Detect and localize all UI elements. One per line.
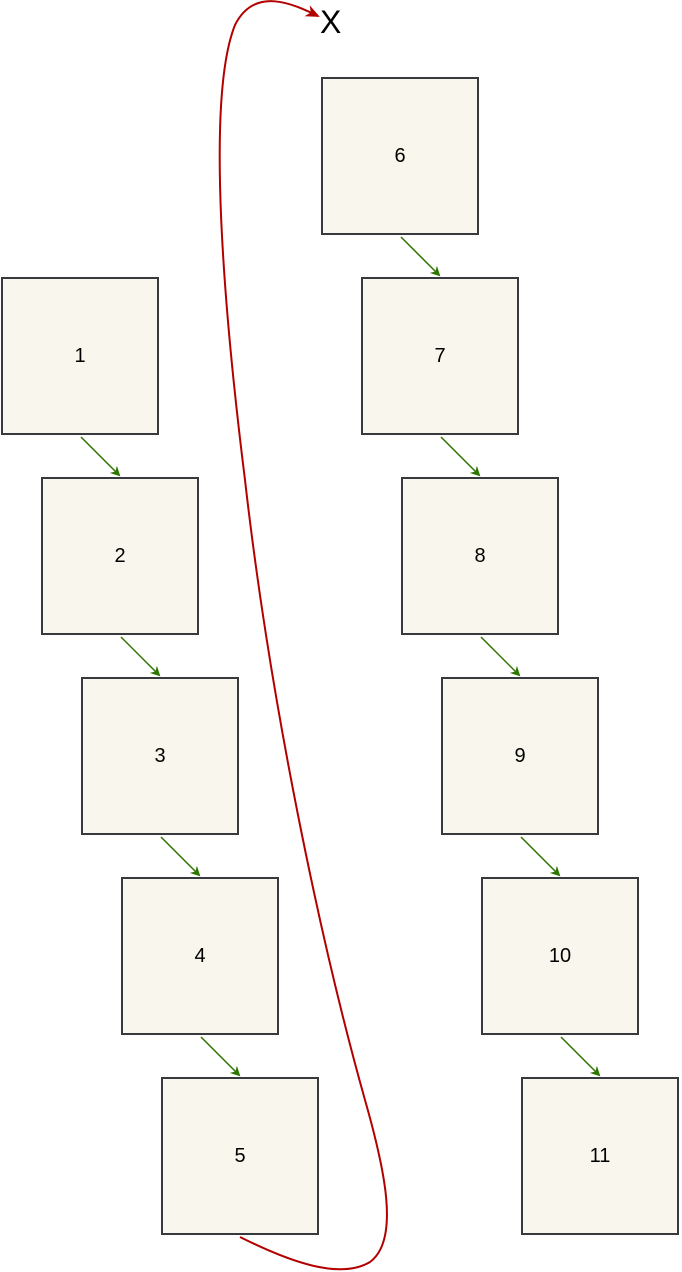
node-10[interactable]: 10: [481, 877, 639, 1035]
node-label: 9: [514, 744, 526, 767]
node-label: 11: [589, 1144, 611, 1167]
node-label: 3: [154, 744, 166, 767]
node-label: 7: [434, 344, 446, 367]
node-6[interactable]: 6: [321, 77, 479, 235]
edge-7-8: [440, 436, 481, 477]
node-4[interactable]: 4: [121, 877, 279, 1035]
edge-10-11: [560, 1036, 601, 1077]
edge-4-5: [200, 1036, 241, 1077]
edge-9-10: [520, 836, 561, 877]
node-11[interactable]: 11: [521, 1077, 679, 1235]
edge-2-3: [120, 636, 161, 677]
node-label: 6: [394, 144, 406, 167]
edge-5-x: [218, 0, 388, 1271]
node-1[interactable]: 1: [1, 277, 159, 435]
node-9[interactable]: 9: [441, 677, 599, 835]
target-label-x: X: [320, 4, 342, 40]
edge-6-7: [400, 236, 441, 277]
node-5[interactable]: 5: [161, 1077, 319, 1235]
node-label: 5: [234, 1144, 246, 1167]
node-7[interactable]: 7: [361, 277, 519, 435]
edge-8-9: [480, 636, 521, 677]
edge-3-4: [160, 836, 201, 877]
node-label: 10: [548, 944, 572, 967]
node-2[interactable]: 2: [41, 477, 199, 635]
node-3[interactable]: 3: [81, 677, 239, 835]
node-8[interactable]: 8: [401, 477, 559, 635]
edge-1-2: [80, 436, 121, 477]
node-label: 2: [114, 544, 126, 567]
node-label: 8: [474, 544, 486, 567]
node-label: 4: [194, 944, 206, 967]
node-label: 1: [74, 344, 86, 367]
